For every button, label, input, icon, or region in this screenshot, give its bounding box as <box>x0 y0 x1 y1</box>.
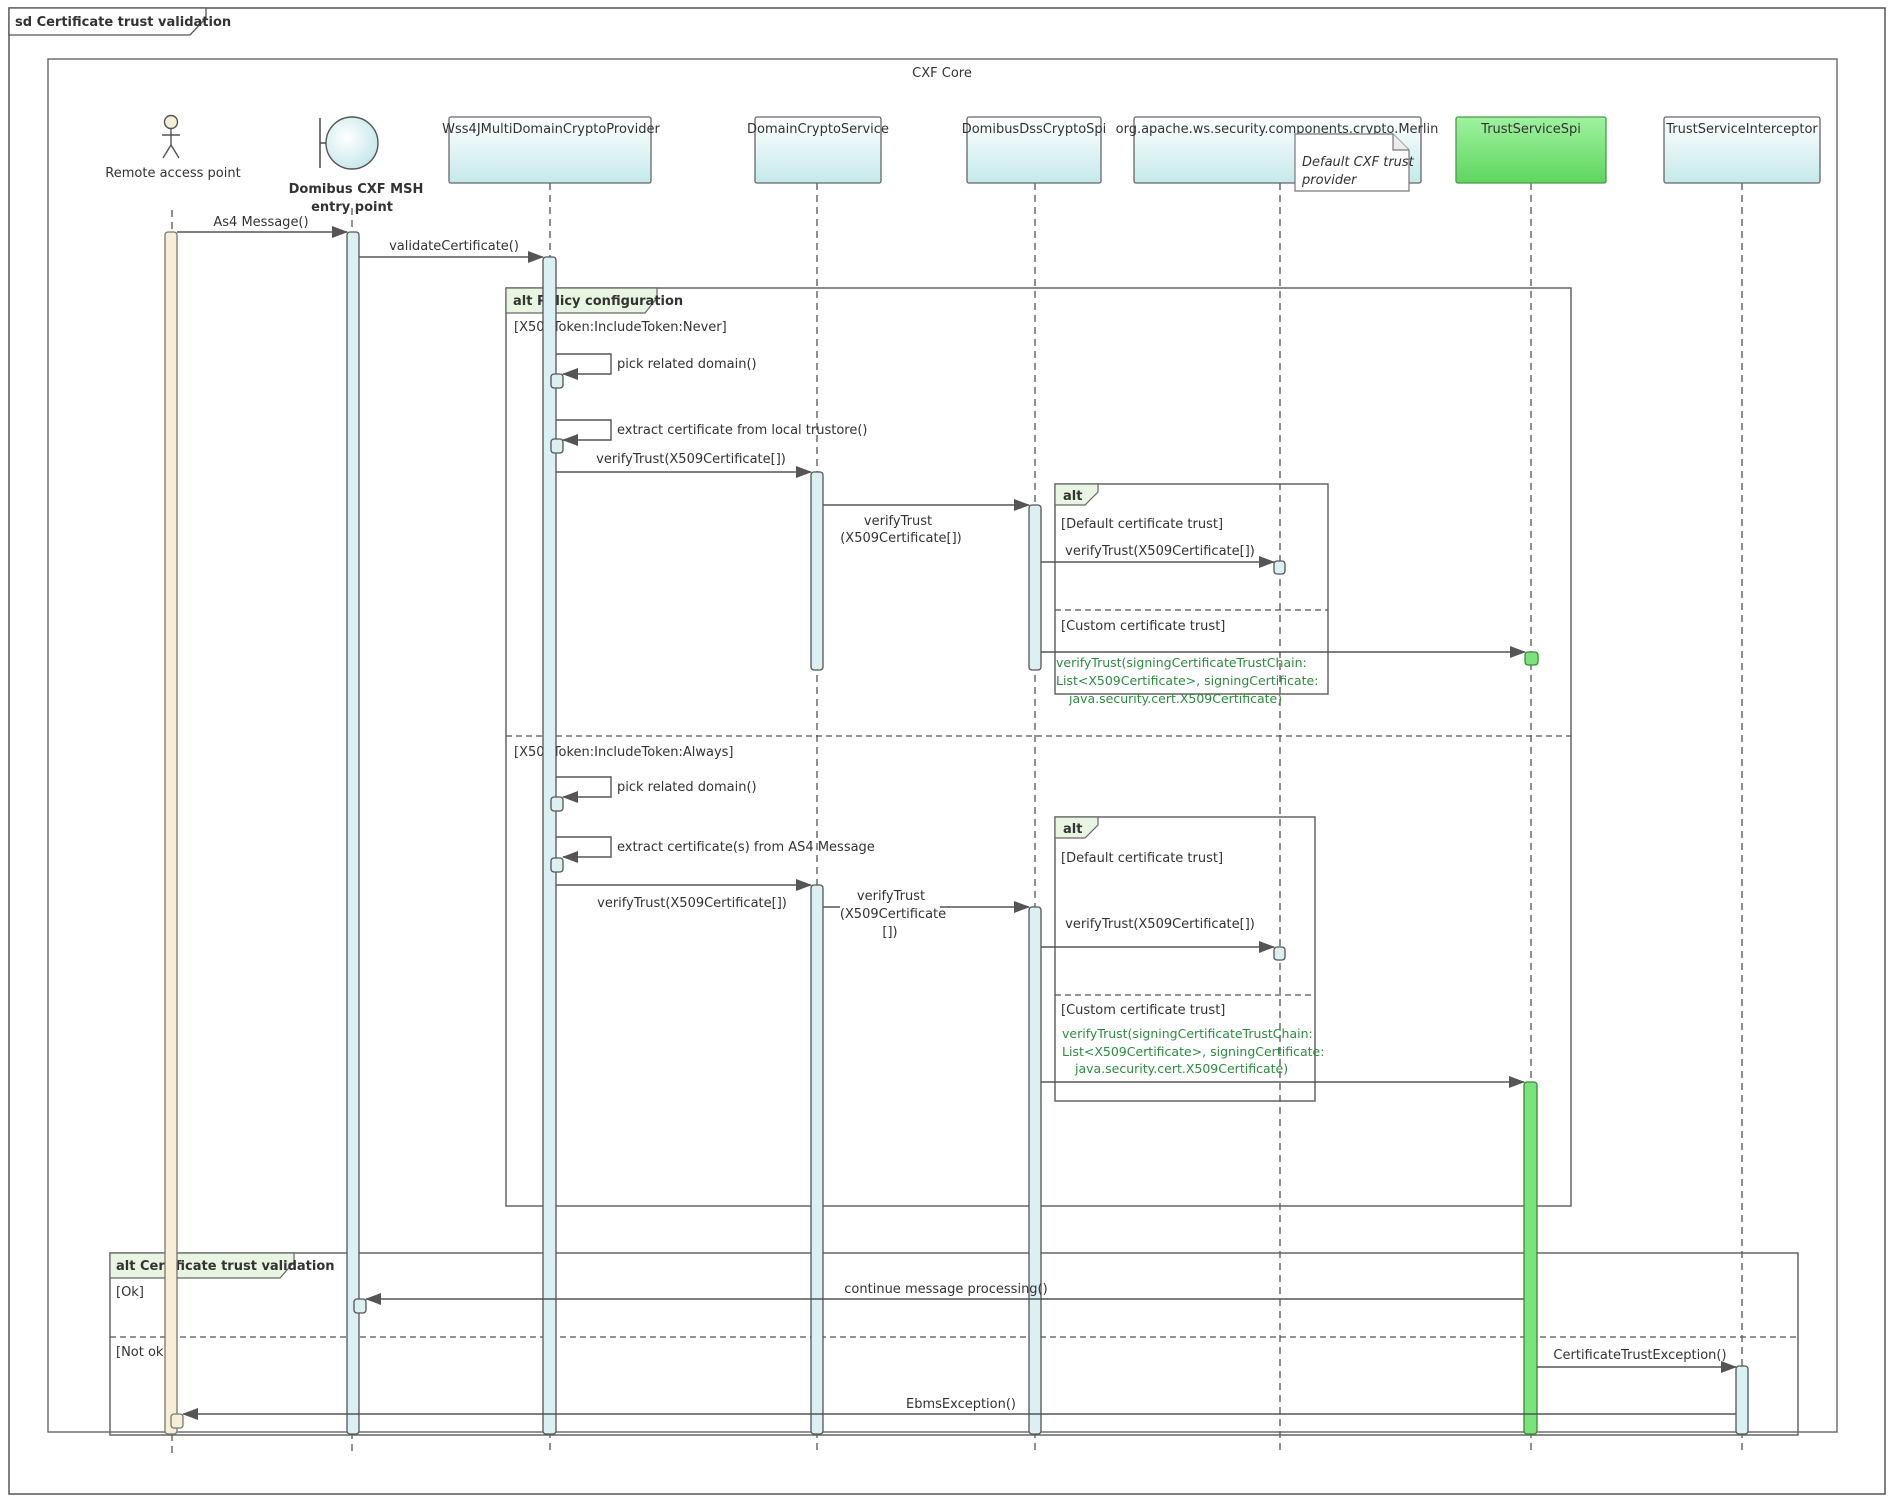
activation-pick2 <box>550 796 564 812</box>
participant-domain: DomainCryptoService <box>747 116 889 184</box>
msg-verify4-label-l2: List<X509Certificate>, signingCertificat… <box>1056 673 1318 688</box>
msg-verify6-label-l3: []) <box>882 925 897 940</box>
fragment-validation: alt Certificate trust validation [Ok] [N… <box>109 1252 1799 1436</box>
alt2-title: alt <box>1063 822 1082 837</box>
participant-dss: DomibusDssCryptoSpi <box>962 116 1107 184</box>
activations <box>164 231 1749 1435</box>
participant-interceptor: TrustServiceInterceptor <box>1663 116 1821 184</box>
msg-verify7-label: verifyTrust(X509Certificate[]) <box>1065 917 1255 932</box>
note-default-cxf: Default CXF trust provider <box>1294 133 1415 192</box>
msg-verify5-label: verifyTrust(X509Certificate[]) <box>597 896 787 911</box>
alt1-guard-default: [Default certificate trust] <box>1061 517 1223 532</box>
participant-msh-label-line1: Domibus CXF MSH <box>289 182 424 197</box>
alt2-guard-default: [Default certificate trust] <box>1061 851 1223 866</box>
msg-pick2-label: pick related domain() <box>617 780 757 795</box>
cxf-core-label: CXF Core <box>912 66 972 81</box>
msg-extract1-arrow <box>556 419 612 446</box>
messages: As4 Message() validateCertificate() pick… <box>177 215 1737 1420</box>
msg-extract2-label: extract certificate(s) from AS4 Message <box>617 840 875 855</box>
alt1-title: alt <box>1063 489 1082 504</box>
fragment-alt-lower: alt [Default certificate trust] [Custom … <box>1054 816 1316 1102</box>
activation-merlin-1 <box>1273 560 1286 575</box>
activation-dss-1 <box>1028 504 1042 671</box>
msg-certexc-label: CertificateTrustException() <box>1553 1348 1726 1363</box>
activation-extract1 <box>550 438 564 454</box>
fragment-validation-title: alt Certificate trust validation <box>116 1259 335 1274</box>
activation-remote-ebms <box>170 1413 184 1429</box>
msg-verify2-label-l2: (X509Certificate[]) <box>840 531 962 546</box>
participant-msh: Domibus CXF MSH entry point <box>289 116 424 215</box>
alt1-guard-custom: [Custom certificate trust] <box>1061 619 1225 634</box>
msg-continue-label: continue message processing() <box>844 1282 1047 1297</box>
activation-msh <box>346 231 360 1435</box>
msg-verify8-label-l1: verifyTrust(signingCertificateTrustChain… <box>1062 1026 1313 1041</box>
participant-trust: TrustServiceSpi <box>1455 116 1607 184</box>
participant-wss4j: Wss4JMultiDomainCryptoProvider <box>442 116 660 184</box>
participant-dss-label: DomibusDssCryptoSpi <box>962 122 1107 137</box>
msg-verify4-label-l1: verifyTrust(signingCertificateTrustChain… <box>1056 655 1307 670</box>
msg-pick1-label: pick related domain() <box>617 357 757 372</box>
actor-icon <box>162 114 180 159</box>
activation-domain-2 <box>810 884 824 1435</box>
msg-verify6-label-l2: (X509Certificate <box>840 907 946 922</box>
msg-verify4-label-l3: java.security.cert.X509Certificate) <box>1068 691 1282 706</box>
participant-remote-label: Remote access point <box>105 166 240 181</box>
msg-extract2-arrow <box>556 836 612 863</box>
msg-ebms-label: EbmsException() <box>906 1397 1016 1412</box>
activation-dss-2 <box>1028 906 1042 1435</box>
note-line2: provider <box>1301 173 1358 188</box>
fragment-alt-upper: alt [Default certificate trust] [Custom … <box>1054 483 1329 695</box>
msg-extract1-label: extract certificate from local trustore(… <box>617 423 868 438</box>
activation-extract2 <box>550 857 564 873</box>
participant-interceptor-label: TrustServiceInterceptor <box>1665 122 1818 137</box>
msg-verify8-label-l2: List<X509Certificate>, signingCertificat… <box>1062 1044 1324 1059</box>
activation-trust-1 <box>1524 651 1539 666</box>
participant-domain-label: DomainCryptoService <box>747 122 889 137</box>
activation-msh-ok <box>353 1298 367 1314</box>
activation-merlin-2 <box>1273 946 1286 961</box>
boundary-icon <box>319 116 379 170</box>
guard-never: [X509Token:IncludeToken:Never] <box>514 320 727 335</box>
sd-frame: sd Certificate trust validation <box>8 7 1886 1495</box>
note-line1: Default CXF trust <box>1302 155 1415 170</box>
msg-verify3-label: verifyTrust(X509Certificate[]) <box>1065 544 1255 559</box>
participant-merlin-label: org.apache.ws.security.components.crypto… <box>1116 122 1439 137</box>
activation-pick1 <box>550 373 564 389</box>
activation-trust <box>1523 1081 1538 1435</box>
guard-always: [X509Token:IncludeToken:Always] <box>514 745 734 760</box>
sd-frame-title: sd Certificate trust validation <box>15 15 231 30</box>
participant-wss4j-label: Wss4JMultiDomainCryptoProvider <box>442 122 660 137</box>
msg-pick1-arrow <box>556 353 612 380</box>
participant-msh-label-line2: entry point <box>311 200 393 215</box>
guard-ok: [Ok] <box>116 1285 144 1300</box>
lifelines <box>171 183 1743 1455</box>
msg-pick2-arrow <box>556 776 612 803</box>
msg-validate-label: validateCertificate() <box>389 239 519 254</box>
activation-wss4j <box>542 256 557 1435</box>
activation-domain-1 <box>810 471 824 671</box>
alt2-guard-custom: [Custom certificate trust] <box>1061 1003 1225 1018</box>
msg-verify6-label-l1: verifyTrust <box>857 889 925 904</box>
msg-verify8-label-l3: java.security.cert.X509Certificate) <box>1074 1061 1288 1076</box>
msg-as4-label: As4 Message() <box>213 215 308 230</box>
participant-remote: Remote access point <box>105 114 241 181</box>
activation-remote <box>164 231 178 1435</box>
msg-verify2-label-l1: verifyTrust <box>864 514 932 529</box>
activation-interceptor <box>1735 1365 1749 1435</box>
fragment-policy-title: alt Policy configuration <box>513 294 683 309</box>
participant-trust-label: TrustServiceSpi <box>1480 122 1581 137</box>
guard-notok: [Not ok] <box>116 1345 169 1360</box>
msg-verify1-label: verifyTrust(X509Certificate[]) <box>596 452 786 467</box>
cxf-core-container: CXF Core <box>47 58 1838 1433</box>
